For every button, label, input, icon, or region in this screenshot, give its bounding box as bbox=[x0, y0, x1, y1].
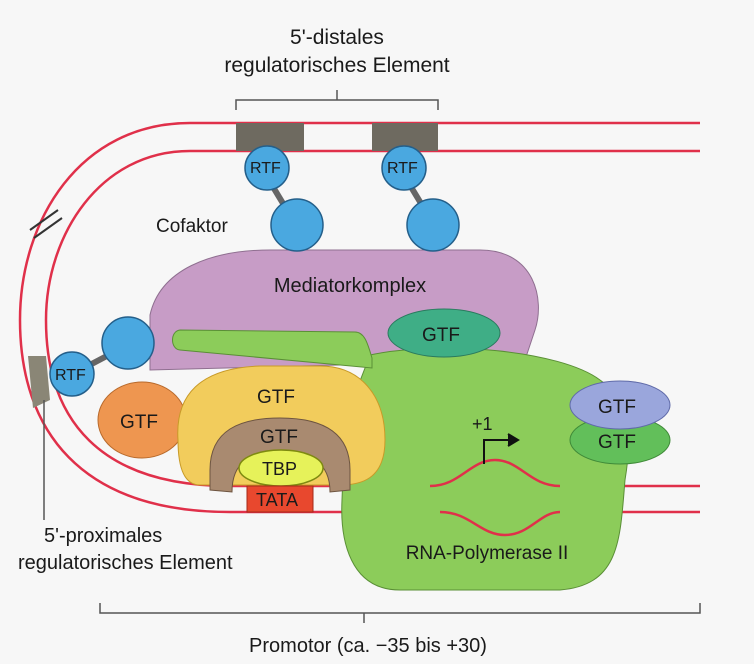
rtf-1-label: RTF bbox=[250, 160, 281, 177]
gtf-lavender-right-label: GTF bbox=[598, 397, 636, 418]
tbp-label: TBP bbox=[262, 459, 297, 479]
proximal-label-line2: regulatorisches Element bbox=[18, 552, 233, 574]
mediator-label: Mediatorkomplex bbox=[274, 275, 426, 297]
cofaktor-1 bbox=[270, 198, 324, 252]
tata-label: TATA bbox=[256, 490, 298, 510]
distal-label-line1: 5'-distales bbox=[290, 26, 384, 49]
rtf-3-label: RTF bbox=[55, 367, 86, 384]
tss-label: +1 bbox=[472, 414, 493, 434]
promotor-bracket bbox=[99, 603, 701, 623]
cofaktor-2 bbox=[406, 198, 460, 252]
gtf-teal-label: GTF bbox=[422, 325, 460, 346]
gtf-brown-label: GTF bbox=[260, 427, 298, 448]
proximal-label-line1: 5'-proximales bbox=[44, 525, 162, 547]
proximal-element-block bbox=[28, 356, 50, 408]
dna-double-strand bbox=[18, 121, 700, 514]
polymerase-arm bbox=[172, 329, 373, 369]
rna-polymerase-ii bbox=[341, 347, 630, 591]
tata-box bbox=[246, 485, 314, 513]
gtf-yellow-label: GTF bbox=[257, 387, 295, 408]
tss-arrow bbox=[483, 433, 520, 464]
rtf-1 bbox=[244, 145, 290, 191]
gtf-teal bbox=[387, 308, 501, 358]
distal-label-line2: regulatorisches Element bbox=[224, 54, 449, 77]
dna-break-mark bbox=[29, 209, 63, 239]
gtf-lavender-right bbox=[569, 380, 671, 430]
gtf-orange-label: GTF bbox=[120, 412, 158, 433]
distal-element-bracket bbox=[235, 90, 439, 110]
rtf-2 bbox=[381, 145, 427, 191]
polymerase-label: RNA-Polymerase II bbox=[406, 543, 569, 564]
transcription-bubble bbox=[429, 458, 561, 488]
dna-strand-outer bbox=[18, 121, 700, 514]
gtf-green-right-label: GTF bbox=[598, 432, 636, 453]
rtf-2-label: RTF bbox=[387, 160, 418, 177]
cofaktor-3 bbox=[101, 316, 155, 370]
promotor-label: Promotor (ca. −35 bis +30) bbox=[249, 635, 487, 657]
rtf-3 bbox=[49, 351, 95, 397]
dna-strand-inner bbox=[44, 149, 700, 488]
cofaktor-label: Cofaktor bbox=[156, 216, 228, 237]
